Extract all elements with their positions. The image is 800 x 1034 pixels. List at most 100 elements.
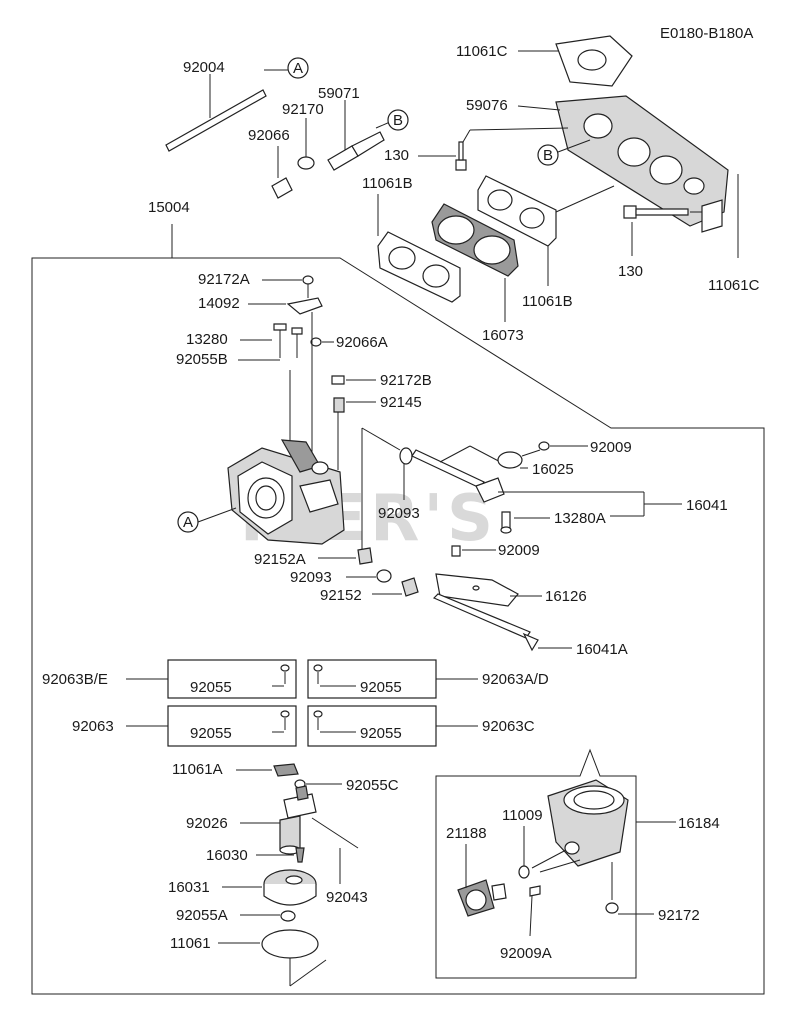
svg-text:A: A	[183, 514, 193, 531]
label-11061a: 11061A	[172, 761, 223, 778]
label-11061: 11061	[170, 935, 211, 952]
pin-92043	[311, 817, 359, 849]
svg-text:B: B	[543, 147, 553, 164]
box2-jet-label: 92055	[360, 679, 402, 696]
gasket-11061	[261, 929, 327, 987]
screw-92172	[605, 862, 619, 914]
label-11061c-right: 11061C	[708, 277, 760, 294]
box3-jet-label: 92055	[190, 725, 232, 742]
label-59071: 59071	[318, 85, 360, 102]
label-16126: 16126	[545, 588, 587, 605]
label-92066a: 92066A	[336, 334, 388, 351]
label-92093-mid: 92093	[290, 569, 332, 586]
label-92172: 92172	[658, 907, 700, 924]
label-130-right: 130	[618, 263, 643, 280]
subassembly-frame-16184	[435, 748, 637, 979]
label-92043: 92043	[326, 889, 368, 906]
shaft-16041a	[432, 593, 539, 652]
spring-92145	[333, 397, 345, 413]
callout-a-body: A	[177, 511, 199, 533]
needle-16030	[295, 847, 305, 863]
label-59076: 59076	[466, 97, 508, 114]
label-16030: 16030	[206, 847, 248, 864]
bolt-130-right	[623, 205, 689, 219]
stud-92004	[165, 74, 267, 152]
label-92172a: 92172A	[198, 271, 250, 288]
clamp-92170	[297, 118, 315, 170]
label-92063c: 92063C	[482, 718, 535, 735]
gasket-11061c-top	[555, 35, 633, 87]
gasket-11061b-upper	[477, 175, 557, 247]
jet-box-92063c: 92055	[307, 705, 437, 747]
screw-92009-top	[538, 441, 550, 451]
spacer-16073	[431, 203, 519, 277]
label-92152: 92152	[320, 587, 362, 604]
label-16031: 16031	[168, 879, 210, 896]
callout-b-top: B	[387, 109, 409, 131]
label-92063: 92063	[72, 718, 114, 735]
screw-13280	[273, 323, 303, 358]
valve-16025	[497, 451, 523, 469]
label-92063ad: 92063A/D	[482, 671, 549, 688]
label-16041: 16041	[686, 497, 728, 514]
label-21188: 21188	[446, 825, 487, 842]
label-11061b-mid: 11061B	[522, 293, 573, 310]
callout-a-top: A	[287, 57, 309, 79]
solenoid-92026	[279, 785, 317, 855]
jet-box-92063ad: 92055	[307, 659, 437, 699]
label-92055a: 92055A	[176, 907, 228, 924]
label-92063be: 92063B/E	[42, 671, 108, 688]
svg-text:A: A	[293, 60, 303, 77]
label-92152a: 92152A	[254, 551, 306, 568]
ring-92066a	[310, 337, 322, 347]
label-92009-top: 92009	[590, 439, 632, 456]
box1-jet-label: 92055	[190, 679, 232, 696]
float-16031	[263, 869, 317, 906]
screw-92172b	[331, 375, 345, 385]
label-92055b: 92055B	[176, 351, 228, 368]
bushing-92152a	[357, 547, 373, 565]
carburetor-body	[227, 439, 345, 545]
label-14092: 14092	[198, 295, 240, 312]
washer-92093-top	[399, 447, 413, 465]
label-92009-mid: 92009	[498, 542, 540, 559]
svg-text:B: B	[393, 112, 403, 129]
label-16041a: 16041A	[576, 641, 628, 658]
oring-11009	[518, 865, 530, 879]
label-16025: 16025	[532, 461, 574, 478]
box4-jet-label: 92055	[360, 725, 402, 742]
bushing-92152	[401, 577, 419, 597]
gasket-11061b-lower	[377, 231, 461, 303]
label-92145: 92145	[380, 394, 422, 411]
screw-13280a	[500, 511, 512, 534]
cap-92066	[271, 146, 293, 199]
label-13280: 13280	[186, 331, 228, 348]
bolt-130-top	[455, 141, 467, 171]
plate-14092	[286, 297, 323, 315]
oring-92055a	[280, 910, 296, 922]
washer-92093-mid	[376, 569, 392, 583]
jet-box-92063be: 92055	[167, 659, 297, 699]
label-16184: 16184	[678, 815, 720, 832]
jet-box-92063: 92055	[167, 705, 297, 747]
label-92026: 92026	[186, 815, 228, 832]
fitting-59071	[327, 100, 385, 171]
label-92009a: 92009A	[500, 945, 552, 962]
label-92004: 92004	[183, 59, 225, 76]
screw-92009-mid	[451, 545, 461, 557]
label-92172b: 92172B	[380, 372, 432, 389]
label-11009: 11009	[502, 807, 543, 824]
gasket-11061a	[273, 763, 299, 777]
screw-92172a	[302, 275, 314, 298]
label-92055c: 92055C	[346, 777, 399, 794]
label-16073: 16073	[482, 327, 524, 344]
label-92066: 92066	[248, 127, 290, 144]
plate-16126	[435, 573, 519, 607]
diagram-code: E0180-B180A	[660, 25, 753, 42]
label-92170: 92170	[282, 101, 324, 118]
label-92093-top: 92093	[378, 505, 420, 522]
label-13280a: 13280A	[554, 510, 606, 527]
label-11061c-top: 11061C	[456, 43, 508, 60]
